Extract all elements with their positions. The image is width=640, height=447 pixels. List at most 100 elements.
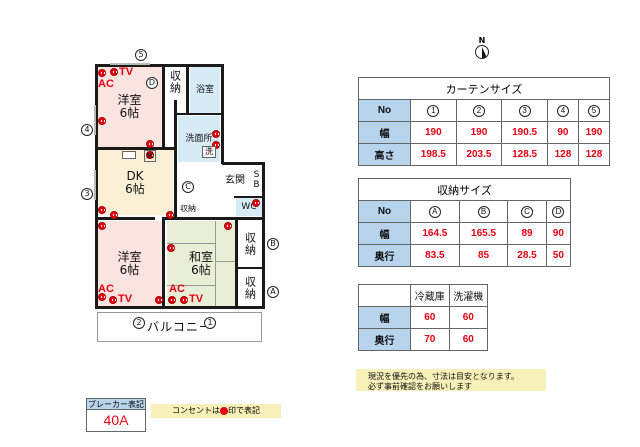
outlet-icon [98, 117, 106, 125]
marker-2: 2 [133, 317, 145, 329]
room-bath: 浴室 [190, 67, 220, 113]
window [94, 170, 96, 200]
storage-d: 収納 [164, 67, 186, 97]
wall [262, 162, 265, 309]
room-japanese: 和室 6帖 [167, 221, 235, 306]
marker-1: 1 [204, 317, 216, 329]
room-entrance: 玄関 [222, 165, 248, 195]
wall [164, 217, 264, 220]
storage-a: 収納 [238, 270, 262, 306]
room-western-2: 洋室 6帖 [97, 221, 162, 306]
wall [174, 113, 222, 115]
room-size: 6帖 [119, 106, 140, 120]
room-size: 6帖 [125, 181, 145, 196]
tatami-lines [167, 221, 235, 306]
outlet-icon [168, 296, 176, 304]
balcony: バルコニー [97, 312, 262, 342]
breaker-label: ブレーカー表記 [87, 399, 145, 410]
window [94, 105, 96, 135]
marker-d: D [146, 77, 158, 89]
wall [95, 147, 175, 150]
shoe-box: SB [250, 165, 262, 195]
wall [95, 64, 224, 67]
room-name: 洋室 [117, 249, 142, 264]
marker-3: 3 [81, 188, 93, 200]
outlet-icon [110, 68, 118, 76]
room-size: 6帖 [119, 262, 140, 277]
curtain-size-table: カーテンサイズ No 1 2 3 4 5 幅 190 190 190.5 90 … [358, 77, 611, 166]
appliance-size-table: 冷蔵庫 洗濯機 幅 60 60 奥行 70 60 [358, 284, 488, 351]
outlet-icon [224, 222, 232, 230]
table-title: 収納サイズ [358, 178, 571, 201]
wall [234, 196, 264, 198]
table-row: No 1 2 3 4 5 [358, 99, 611, 122]
outlet-icon [166, 211, 174, 219]
wall [95, 64, 98, 309]
ac-label: AC [98, 283, 114, 295]
outlet-icon [98, 69, 106, 77]
wall [174, 100, 177, 220]
room-name: DK [126, 168, 144, 183]
room-dk: DK 6帖 [97, 150, 173, 215]
compass-north-label: N [478, 36, 486, 45]
outlet-icon [146, 140, 154, 148]
table-row: 奥行 70 60 [358, 328, 488, 351]
table-row: 高さ 198.5 203.5 128.5 128 128 [358, 143, 611, 166]
outlet-legend: コンセントは印で表記 [151, 404, 281, 418]
table-row: 冷蔵庫 洗濯機 [358, 284, 488, 307]
storage-b: 収納 [238, 221, 262, 267]
wall [222, 162, 264, 165]
outlet-icon [180, 296, 188, 304]
floor-plan: 洋室 6帖 収納 浴室 洗面所 DK 6帖 玄関 SB WC 収納 洋室 6帖 … [0, 0, 300, 360]
washer-icon: 洗 [202, 146, 216, 158]
breaker-value: 40A [103, 412, 129, 428]
compass-icon [475, 45, 489, 59]
outlet-icon [212, 141, 220, 149]
outlet-icon [98, 222, 106, 230]
storage-size-table: 収納サイズ No A B C D 幅 164.5 165.5 89 90 奥行 … [358, 178, 572, 267]
tv-label: TV [118, 293, 133, 305]
window [110, 63, 150, 65]
wall [95, 306, 265, 309]
outlet-icon [146, 151, 154, 159]
wall [236, 267, 264, 269]
breaker-box: ブレーカー表記 40A [86, 398, 146, 432]
sink-icon [122, 151, 136, 159]
tv-label: TV [189, 293, 204, 305]
room-name: 和室 [188, 249, 213, 264]
marker-5: 5 [135, 49, 147, 61]
wall [221, 64, 224, 164]
marker-a: A [267, 286, 279, 298]
outlet-icon [220, 406, 228, 415]
marker-c: C [182, 181, 194, 193]
room-size: 6帖 [191, 262, 211, 277]
outlet-icon [252, 199, 260, 207]
wall [95, 217, 155, 220]
table-title: カーテンサイズ [358, 77, 610, 100]
outlet-icon [98, 293, 106, 301]
compass: N [472, 36, 492, 66]
disclaimer-note: 現況を優先の為、寸法は目安となります。 必ず事前確認をお願いします [356, 369, 546, 391]
table-row: 幅 60 60 [358, 306, 488, 329]
wall [162, 217, 165, 309]
wall [186, 64, 189, 114]
marker-b: B [267, 238, 279, 250]
table-row: No A B C D [358, 200, 572, 223]
tv-label: TV [119, 66, 134, 78]
outlet-icon [155, 296, 163, 304]
outlet-icon [110, 211, 118, 219]
outlet-icon [167, 244, 175, 252]
wall [235, 217, 238, 309]
stove-icon: 米 [144, 150, 156, 162]
table-row: 奥行 83.5 85 28.5 50 [358, 244, 572, 267]
table-row: 幅 190 190 190.5 90 190 [358, 121, 611, 144]
outlet-icon [98, 206, 106, 214]
wall [162, 64, 165, 149]
outlet-icon [109, 296, 117, 304]
room-name: 洋室 [117, 93, 142, 107]
marker-4: 4 [81, 124, 93, 136]
storage-c: 収納 [177, 200, 199, 216]
ac-label: AC [169, 283, 185, 295]
outlet-icon [212, 130, 220, 138]
ac-label: AC [98, 78, 114, 90]
